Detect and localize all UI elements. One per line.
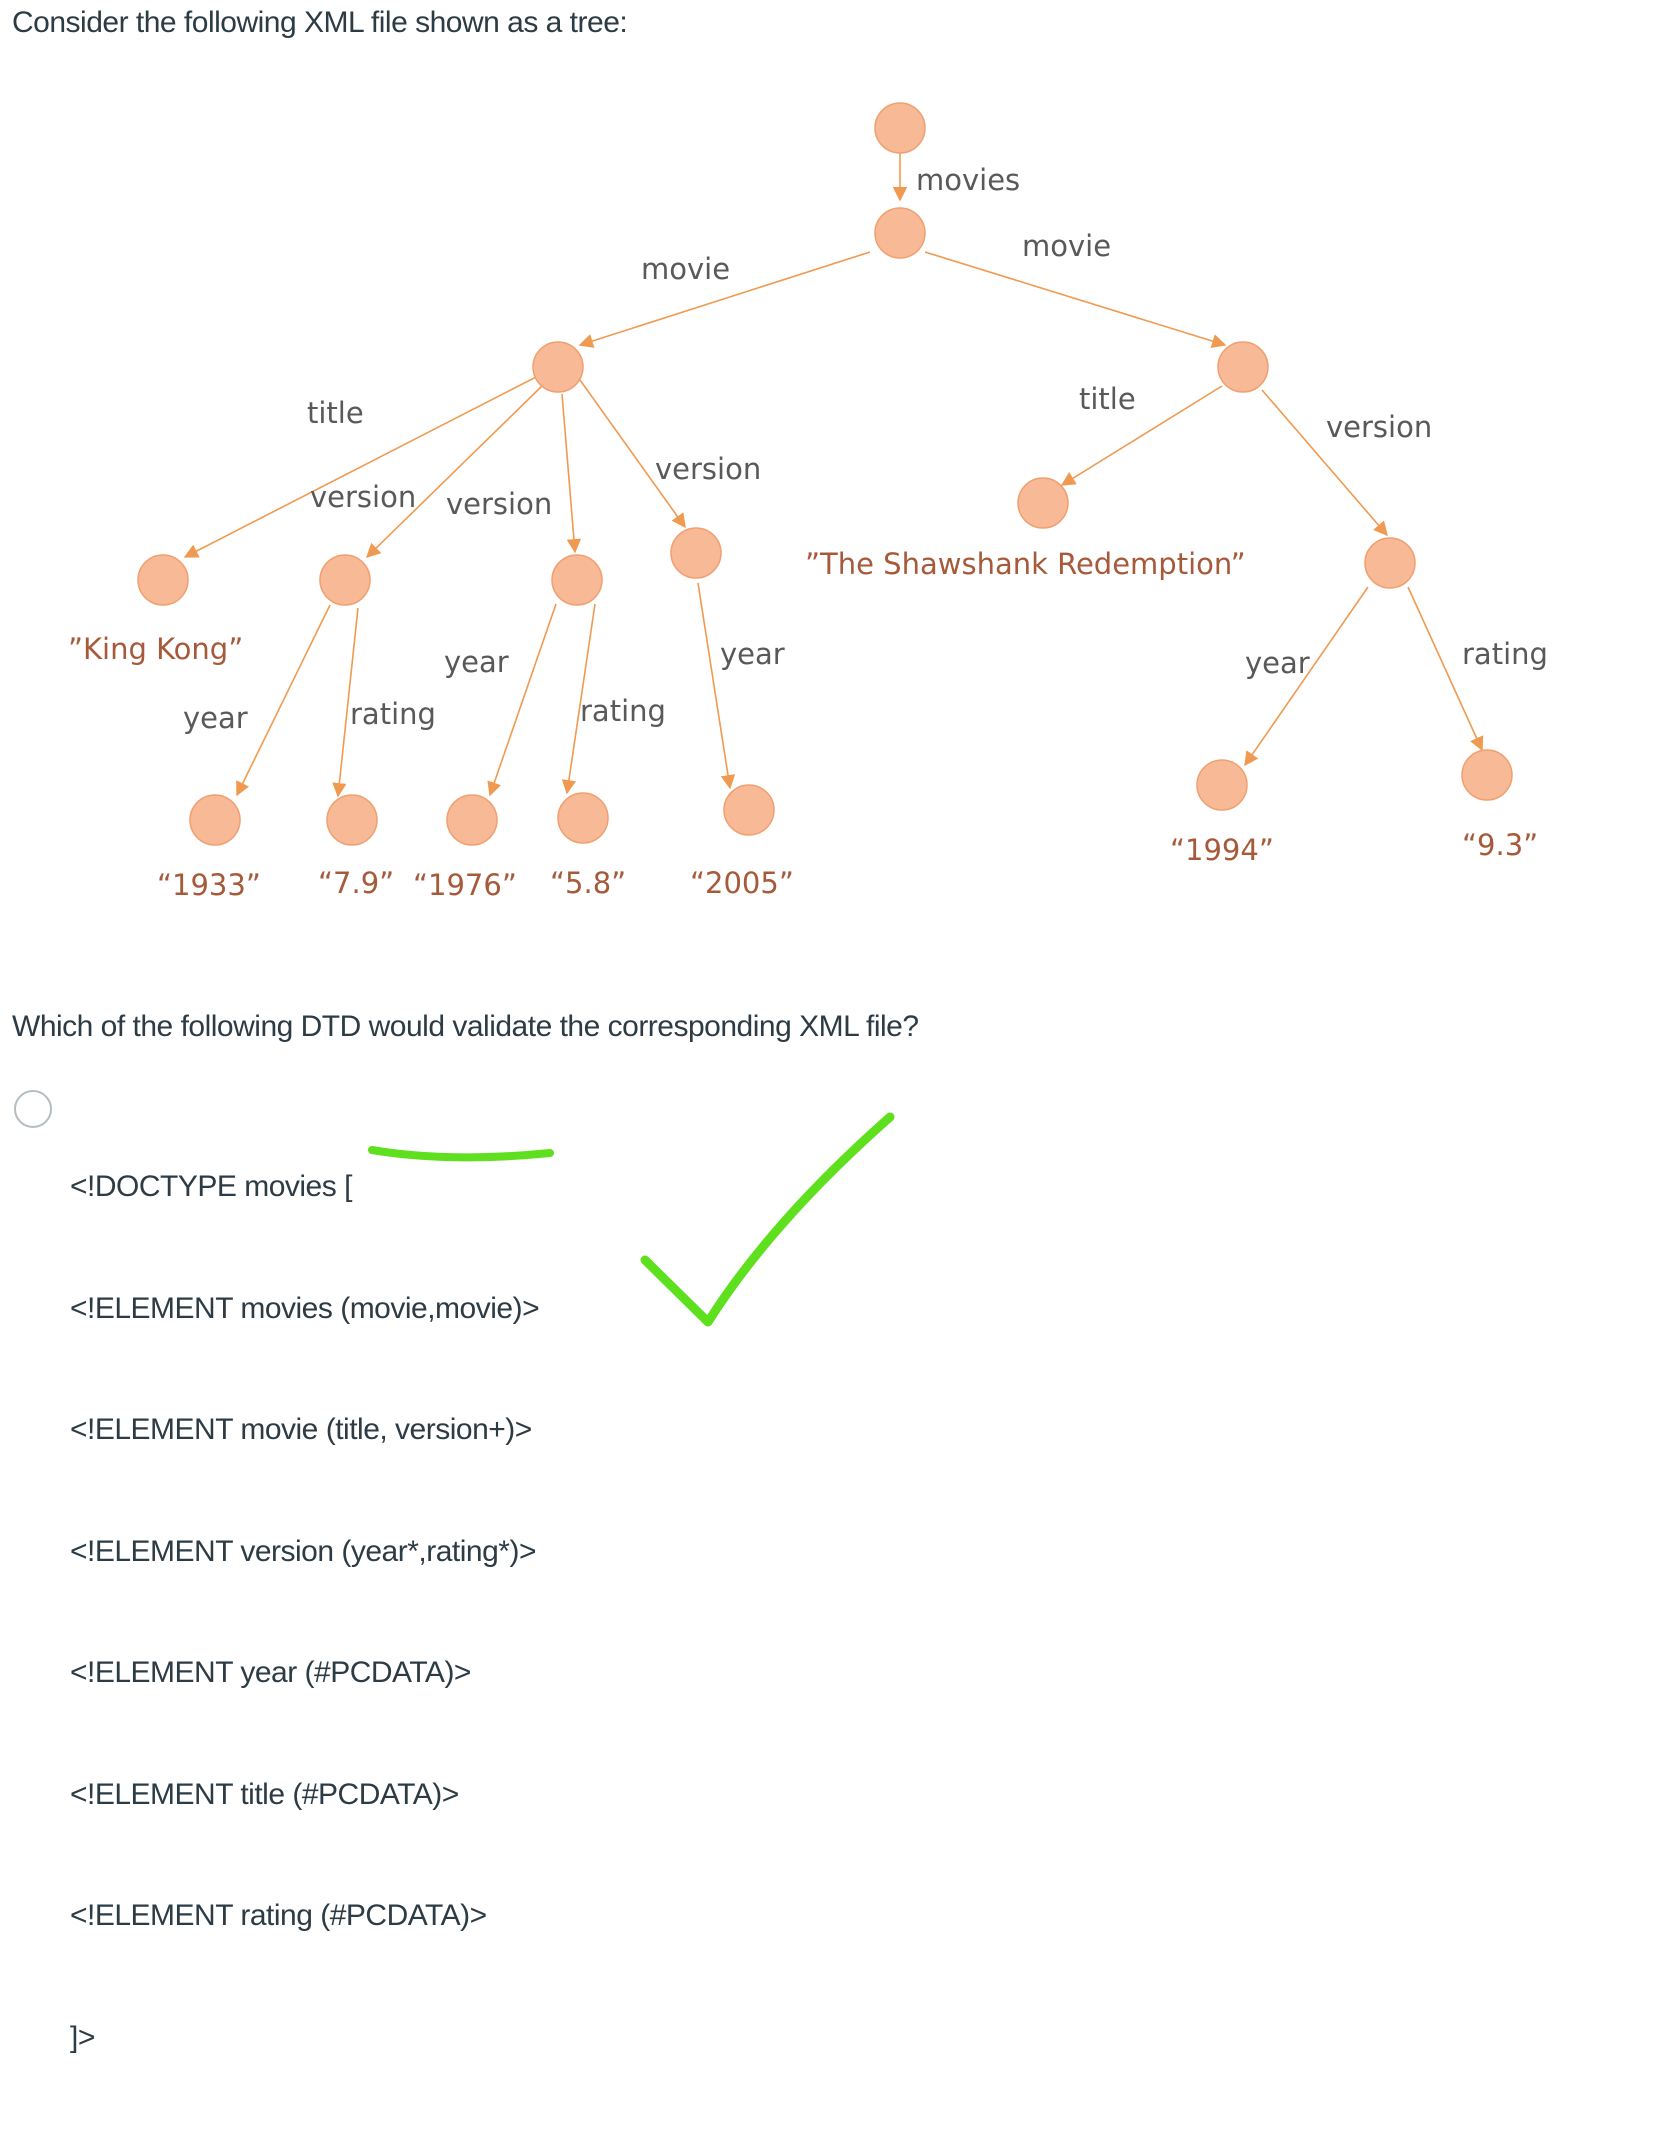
edge-label-year-v2: year [444,645,509,679]
tree-node-title-2 [1017,477,1069,529]
leaf-value-shawshank: ”The Shawshank Redemption” [805,547,1246,581]
edge-movie1-version-2 [561,393,582,554]
edge-label-version-2: version [446,487,552,521]
dtd-line-movies: <!ELEMENT movies (movie,movie)> [70,1291,540,1325]
edge-v2-rating [561,603,596,795]
edge-mv2-version-year [1244,586,1369,767]
tree-node-version-2 [551,554,603,606]
edge-movie1-version-1 [365,384,544,559]
tree-node-year-1976 [446,794,498,846]
tree-node-title-1 [137,554,189,606]
xml-tree-diagram: movies movie movie title version version… [68,102,1548,902]
tree-node-year-1994 [1196,759,1248,811]
edge-label-year-v4: year [1245,646,1310,680]
tree-node-version-3 [670,527,722,579]
tree-node-movies [874,207,926,259]
tree-node-movie-2 [1217,341,1269,393]
dtd-line-close: ]> [70,2020,95,2054]
leaf-value-1933: “1933” [157,868,261,902]
tree-node-root [874,102,926,154]
edge-label-rating-v2: rating [580,694,666,728]
leaf-value-5-8: “5.8” [550,866,626,900]
checkmark-icon [640,1112,895,1327]
tree-node-rating-7-9 [326,794,378,846]
tree-node-rating-9-3 [1461,749,1513,801]
tree-node-year-1933 [189,794,241,846]
edge-label-version-1: version [310,480,416,514]
edge-v1-rating [332,607,359,798]
edge-label-title-1: title [307,396,364,430]
edge-mv2-version-rating [1407,586,1484,752]
question-text: Consider the following XML file shown as… [12,6,628,39]
dtd-option-text: <!DOCTYPE movies [ <!ELEMENT movies (mov… [70,1086,540,2139]
dtd-line-doctype: <!DOCTYPE movies [ [70,1170,352,1203]
leaf-value-1976: “1976” [413,868,517,902]
dtd-line-movie: <!ELEMENT movie (title, version+)> [70,1413,532,1446]
answer-radio-button[interactable] [14,1090,52,1128]
edge-label-year-v3: year [720,637,785,671]
edge-v2-year [487,603,557,797]
tree-node-version-4 [1364,537,1416,589]
leaf-value-king-kong: ”King Kong” [68,632,243,666]
leaf-value-9-3: “9.3” [1462,828,1538,862]
edge-movie1-title [183,374,541,558]
edge-v1-year [236,604,331,797]
edge-movies-movie-1 [578,251,871,348]
tree-node-movie-1 [532,341,584,393]
edge-label-rating-v1: rating [350,697,436,731]
leaf-value-2005: “2005” [690,866,794,900]
dtd-line-year: <!ELEMENT year (#PCDATA)> [70,1656,471,1689]
edge-label-year-v1: year [183,701,248,735]
edge-label-version-3: version [655,452,761,486]
dtd-line-rating: <!ELEMENT rating (#PCDATA)> [70,1899,487,1932]
tree-node-year-2005 [723,784,775,836]
leaf-value-1994: “1994” [1170,833,1274,867]
edge-label-title-2: title [1079,382,1136,416]
edge-movies-movie-2 [924,251,1227,349]
prompt-text: Which of the following DTD would validat… [12,1010,919,1043]
edge-movie2-title [1060,385,1223,486]
edge-movie1-version-3 [579,379,686,529]
edge-v3-year [697,582,736,790]
edge-movie2-version [1261,389,1388,537]
dtd-line-title: <!ELEMENT title (#PCDATA)> [70,1777,459,1811]
edge-label-movie-2: movie [1022,229,1111,263]
edge-label-rating-v4: rating [1462,637,1548,671]
tree-node-version-1 [319,554,371,606]
tree-node-rating-5-8 [557,792,609,844]
leaf-value-7-9: “7.9” [318,866,394,900]
edge-label-movies: movies [916,163,1020,197]
edge-label-version-4: version [1326,410,1432,444]
edge-label-movie-1: movie [641,252,730,286]
dtd-line-version: <!ELEMENT version (year*,rating*)> [70,1534,536,1568]
